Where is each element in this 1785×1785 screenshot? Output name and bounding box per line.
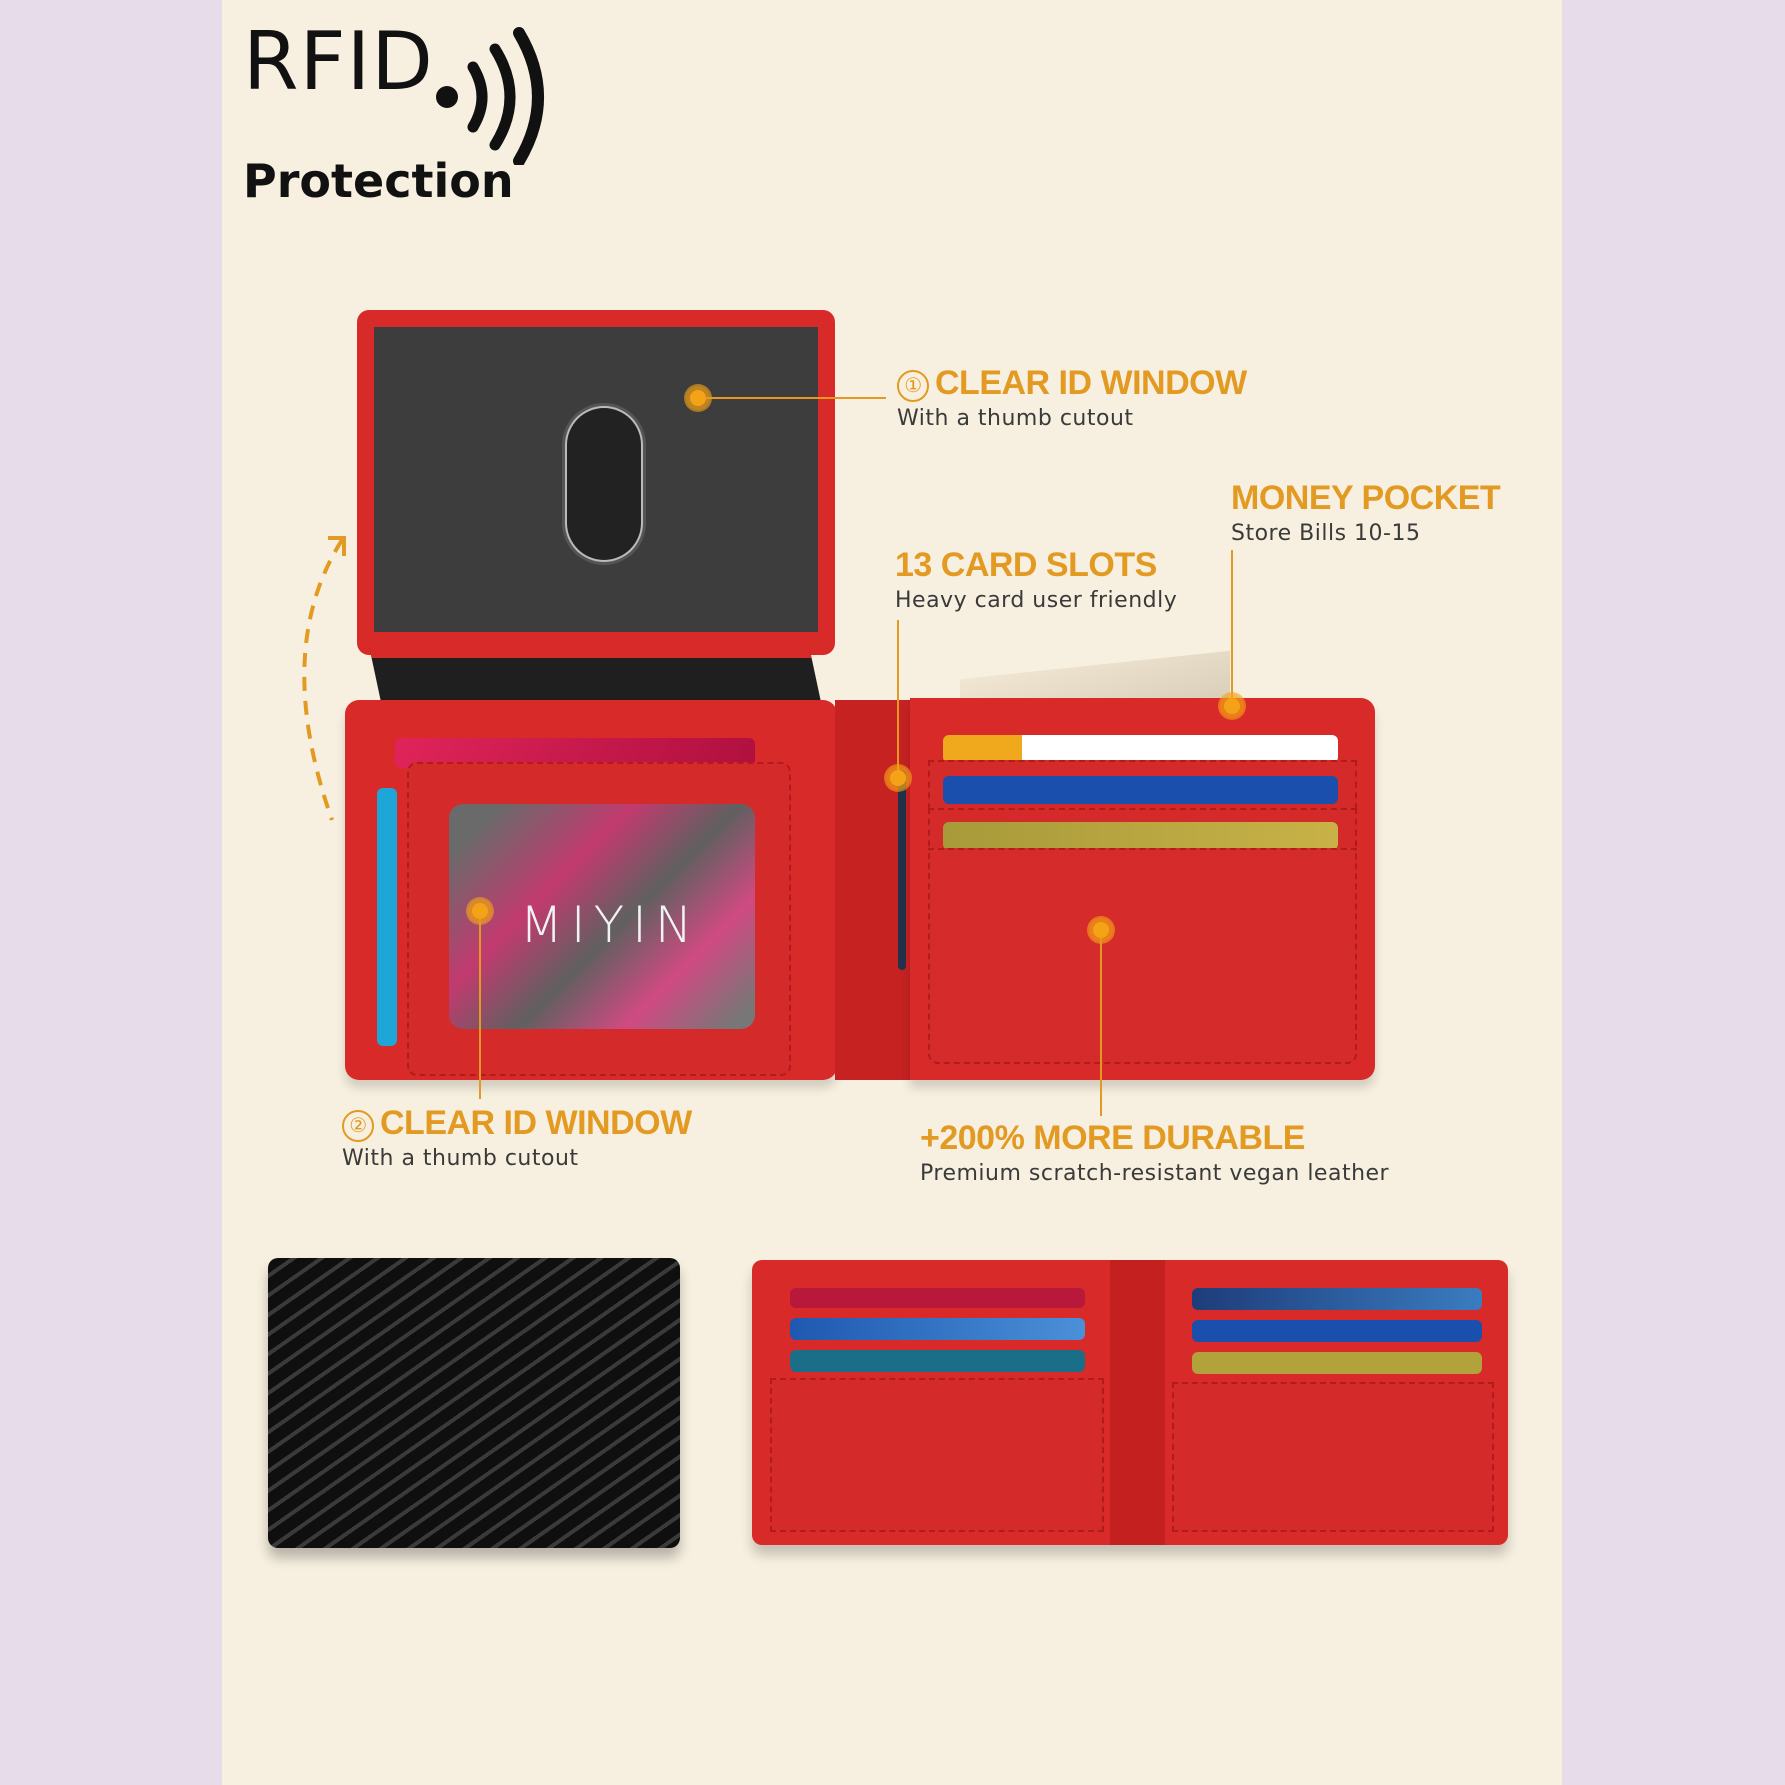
id-flap: [357, 310, 835, 655]
feature-subtitle-money-pocket: Store Bills 10-15: [1231, 521, 1421, 546]
callout-dot-id-window-2: [472, 903, 488, 919]
right-pocket: [1172, 1382, 1494, 1532]
brand-logo: MIYIN: [519, 896, 701, 954]
card-red: [790, 1288, 1085, 1308]
card-teal: [790, 1350, 1085, 1372]
wallet-right-panel: [910, 698, 1375, 1080]
feature-subtitle-id-window-1: With a thumb cutout: [897, 406, 1134, 431]
card-blue-1: [790, 1318, 1085, 1340]
callout-line-card-slots: [897, 620, 899, 770]
callout-line-id-window-2: [479, 919, 481, 1099]
feature-subtitle-card-slots: Heavy card user friendly: [895, 588, 1178, 613]
card-floral: [943, 735, 1338, 763]
card-gold: [943, 822, 1338, 850]
number-badge-1: ①: [897, 370, 929, 402]
feature-title-durable: +200% MORE DURABLE: [920, 1119, 1305, 1157]
wallet-black-closed: [268, 1258, 680, 1548]
callout-dot-id-window-1: [690, 390, 706, 406]
card-blue-2: [1192, 1320, 1482, 1342]
feature-title-money-pocket: MONEY POCKET: [1231, 479, 1501, 517]
rfid-title-text: RFID: [243, 15, 434, 108]
clear-id-window: [449, 804, 755, 1029]
callout-dot-money-pocket: [1224, 698, 1240, 714]
feature-title-card-slots: 13 CARD SLOTS: [895, 546, 1157, 584]
front-pocket: [928, 848, 1357, 1064]
wallet-left-panel: MIYIN: [345, 700, 837, 1080]
feature-subtitle-durable: Premium scratch-resistant vegan leather: [920, 1161, 1390, 1186]
wallet-red-open: [752, 1260, 1508, 1545]
callout-dot-durable: [1093, 922, 1109, 938]
card-gold-2: [1192, 1352, 1482, 1374]
rfid-title: RFID: [243, 22, 434, 102]
inner-slot: [898, 770, 906, 970]
card-mbna: [1192, 1288, 1482, 1310]
card-blue-edge: [377, 788, 397, 1046]
callout-line-durable: [1100, 938, 1102, 1116]
thumb-cutout: [567, 408, 641, 560]
callout-line-money-pocket: [1231, 550, 1233, 700]
rfid-signal-icon: [436, 27, 544, 165]
rfid-subtitle: Protection: [243, 154, 514, 208]
feature-title-text: CLEAR ID WINDOW: [935, 364, 1247, 402]
card-blue: [943, 776, 1338, 804]
callout-dot-card-slots: [890, 770, 906, 786]
number-badge-2: ②: [342, 1110, 374, 1142]
feature-title-text: CLEAR ID WINDOW: [380, 1104, 692, 1142]
left-pocket: [770, 1378, 1104, 1532]
spine: [1110, 1260, 1165, 1545]
flip-arrow-icon: [302, 536, 346, 821]
callout-line-id-window-1: [706, 397, 886, 399]
feature-subtitle-id-window-2: With a thumb cutout: [342, 1146, 579, 1171]
